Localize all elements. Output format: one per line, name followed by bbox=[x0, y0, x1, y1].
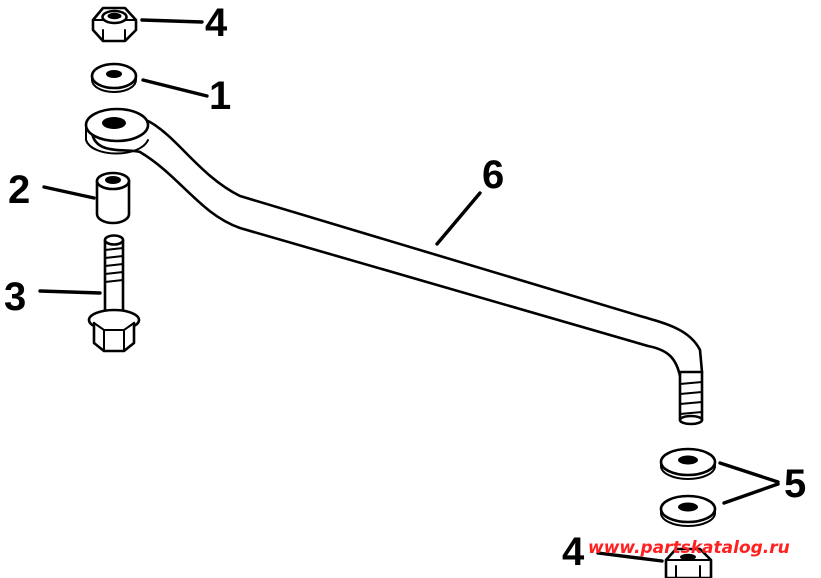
bottom-washer-upper bbox=[659, 447, 717, 480]
top-washer bbox=[90, 62, 138, 93]
callout-top-nut: 4 bbox=[205, 1, 228, 45]
callout-washers: 5 bbox=[784, 462, 806, 506]
flange-bolt bbox=[87, 234, 141, 353]
leader-top-washer bbox=[141, 78, 209, 98]
steering-link-rod bbox=[84, 107, 704, 426]
leader-bolt bbox=[38, 289, 102, 295]
bottom-hex-nut bbox=[664, 547, 713, 578]
leader-washer-upper bbox=[718, 461, 780, 484]
callout-top-washer: 1 bbox=[209, 74, 231, 118]
callout-spacer: 2 bbox=[8, 168, 30, 212]
leader-lines bbox=[38, 18, 780, 563]
leader-spacer bbox=[42, 185, 96, 200]
leader-link-rod bbox=[435, 191, 482, 246]
callout-labels: 4 1 2 3 6 5 4 bbox=[4, 1, 806, 574]
callout-link-rod: 6 bbox=[482, 153, 504, 197]
bottom-washer-lower bbox=[659, 494, 717, 527]
spacer-sleeve bbox=[95, 171, 131, 225]
leader-bottom-nut bbox=[596, 551, 664, 563]
leader-top-nut bbox=[140, 18, 204, 24]
callout-bottom-nut: 4 bbox=[562, 530, 585, 574]
top-hex-nut bbox=[91, 6, 138, 43]
leader-washer-lower bbox=[722, 482, 780, 505]
callout-bolt: 3 bbox=[4, 275, 26, 319]
watermark-text: www.partskatalog.ru bbox=[588, 538, 790, 558]
